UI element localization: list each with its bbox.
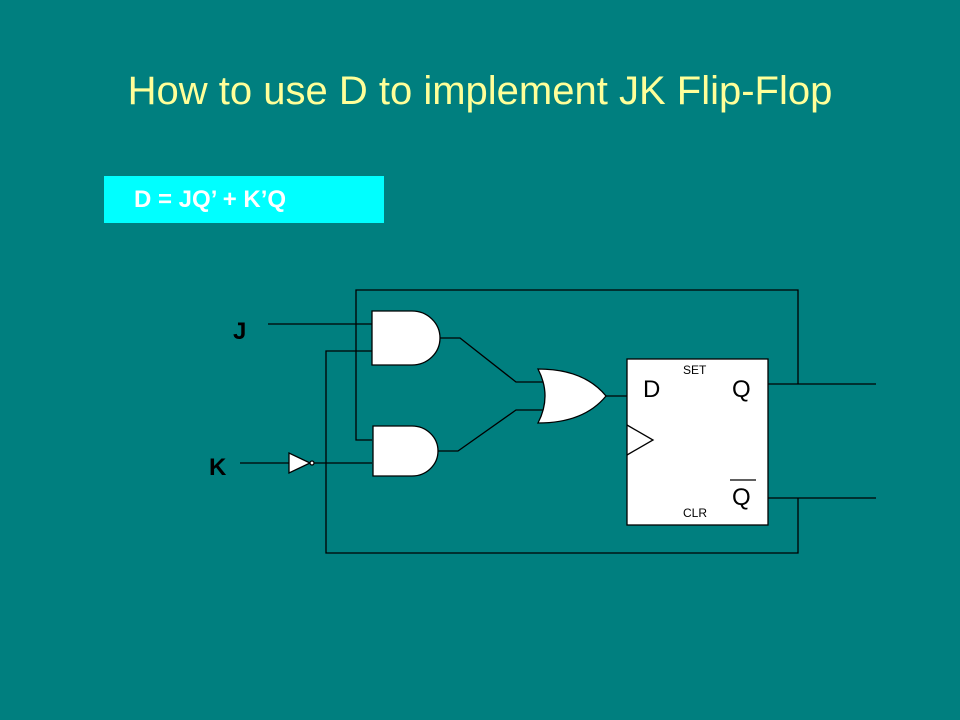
ff-q-label: Q bbox=[732, 376, 751, 403]
equation-box: D = JQ’ + K’Q bbox=[104, 176, 384, 223]
wire-and-bottom-out bbox=[438, 409, 546, 452]
input-k-label: K bbox=[209, 454, 227, 481]
wire-and-top-out bbox=[440, 337, 546, 383]
equation-text: D = JQ’ + K’Q bbox=[134, 186, 287, 213]
ff-d-label: D bbox=[643, 376, 660, 403]
ff-qbar-label: Q bbox=[732, 484, 751, 511]
or-gate bbox=[536, 368, 607, 424]
slide-title: How to use D to implement JK Flip-Flop bbox=[127, 69, 833, 113]
clock-triangle bbox=[626, 424, 655, 456]
input-j-label: J bbox=[233, 318, 246, 345]
and-gate-top bbox=[371, 310, 441, 366]
and-gate-bottom bbox=[372, 425, 439, 477]
inverter-triangle bbox=[288, 451, 312, 475]
wire-q-feedback bbox=[355, 289, 799, 441]
ff-clr-label: CLR bbox=[683, 506, 707, 520]
wire-qbar-feedback bbox=[325, 350, 799, 554]
ff-set-label: SET bbox=[683, 363, 707, 377]
inverter-bubble bbox=[309, 460, 315, 466]
